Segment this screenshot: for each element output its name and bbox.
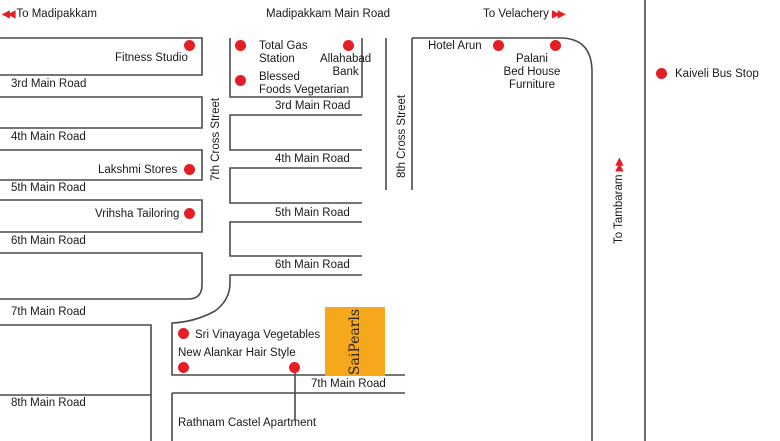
vinayaga-marker [178, 328, 189, 339]
street-4th-main-mid: 4th Main Road [275, 153, 350, 165]
to-velachery-text: To Velachery [483, 8, 549, 20]
palani-line1: Palani [516, 53, 548, 65]
street-4th-main-left: 4th Main Road [11, 131, 86, 143]
total-gas-line1: Total Gas [259, 40, 308, 52]
hotel-arun-label: Hotel Arun [428, 40, 482, 52]
lakshmi-stores-marker [184, 164, 195, 175]
blessed-line1: Blessed [259, 71, 300, 83]
palani-label: Palani Bed House Furniture [500, 53, 564, 92]
to-tambaram-label: To Tambaram ▶▶ [613, 160, 625, 244]
alankar-marker [178, 362, 189, 373]
allahabad-line1: Allahabad [320, 53, 372, 65]
blessed-foods-label: Blessed Foods Vegetarian [259, 71, 349, 97]
street-8th-cross: 8th Cross Street [396, 94, 408, 178]
vrihsha-tailoring-marker [184, 208, 195, 219]
street-7th-main-left: 7th Main Road [11, 306, 86, 318]
project-location: SaiPearls [325, 307, 385, 376]
blessed-line2: Foods Vegetarian [259, 84, 350, 96]
total-gas-line2: Station [259, 53, 295, 65]
vinayaga-label: Sri Vinayaga Vegetables [195, 329, 321, 341]
fitness-studio-label: Fitness Studio [115, 52, 188, 64]
total-gas-label: Total Gas Station [259, 40, 308, 66]
hotel-arun-marker [493, 40, 504, 51]
palani-marker [550, 40, 561, 51]
to-madipakkam-label: ◀◀ To Madipakkam [2, 8, 97, 21]
project-name: SaiPearls [347, 308, 364, 375]
to-madipakkam-text: To Madipakkam [16, 8, 97, 20]
fitness-studio-marker [184, 40, 195, 51]
lakshmi-stores-label: Lakshmi Stores [98, 164, 178, 176]
street-3rd-main-mid: 3rd Main Road [275, 100, 351, 112]
palani-line3: Furniture [508, 79, 556, 91]
total-gas-marker [235, 40, 246, 51]
arrow-left-icon: ◀◀ [2, 9, 15, 20]
vrihsha-tailoring-label: Vrihsha Tailoring [95, 208, 180, 220]
palani-line2: Bed House [503, 66, 561, 78]
street-6th-main-mid: 6th Main Road [275, 259, 350, 271]
alankar-label: New Alankar Hair Style [178, 347, 296, 359]
allahabad-bank-marker [343, 40, 354, 51]
street-5th-main-left: 5th Main Road [11, 182, 86, 194]
kaiveli-marker [656, 68, 667, 79]
allahabad-line2: Bank [332, 66, 359, 78]
to-velachery-label: To Velachery ▶▶ [483, 8, 566, 21]
kaiveli-bus-stop-label: Kaiveli Bus Stop [675, 68, 759, 80]
street-3rd-main-left: 3rd Main Road [11, 78, 87, 90]
street-5th-main-mid: 5th Main Road [275, 207, 350, 219]
rathnam-marker [289, 362, 300, 373]
arrow-down-icon: ▶▶ [614, 159, 625, 172]
street-7th-main-mid: 7th Main Road [311, 378, 386, 390]
street-8th-main-left: 8th Main Road [11, 397, 86, 409]
to-tambaram-text: To Tambaram [613, 174, 625, 244]
madipakkam-main-road-label: Madipakkam Main Road [266, 8, 391, 20]
rathnam-label: Rathnam Castel Apartment [178, 417, 317, 429]
street-6th-main-left: 6th Main Road [11, 235, 86, 247]
street-7th-cross: 7th Cross Street [210, 97, 222, 181]
arrow-right-icon: ▶▶ [552, 9, 565, 20]
allahabad-bank-label: Allahabad Bank [320, 53, 371, 79]
blessed-foods-marker [235, 75, 246, 86]
